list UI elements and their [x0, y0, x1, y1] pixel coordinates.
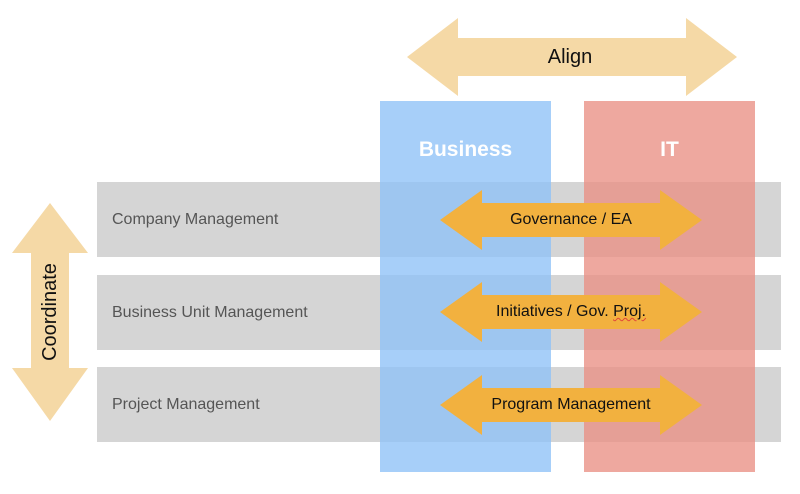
initiatives-arrow	[440, 282, 702, 342]
coordinate-arrow	[12, 203, 88, 421]
align-arrow	[407, 18, 737, 96]
row-label-company: Company Management	[112, 211, 279, 228]
row-label-project: Project Management	[112, 396, 260, 413]
program-management-label: Program Management	[491, 396, 651, 413]
align-label: Align	[547, 46, 593, 68]
business-column-label: Business	[418, 138, 513, 161]
governance-label: Governance / EA	[510, 211, 632, 228]
initiatives-label-text: Initiatives / Gov.	[496, 303, 614, 320]
coordinate-label: Coordinate	[39, 263, 61, 361]
initiatives-label: Initiatives / Gov. Proj.	[441, 302, 701, 322]
program-management-arrow	[440, 375, 702, 435]
governance-arrow	[440, 190, 702, 250]
row-label-business-unit: Business Unit Management	[112, 304, 308, 321]
it-column-label: IT	[660, 138, 679, 161]
initiatives-label-flagged-word: Proj.	[613, 303, 646, 320]
